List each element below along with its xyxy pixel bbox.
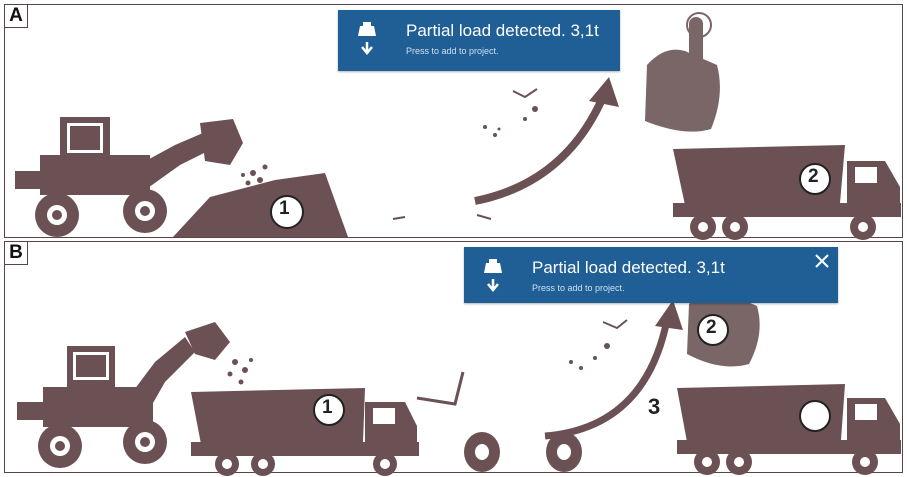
weight-icon bbox=[480, 255, 506, 295]
weight-icon bbox=[354, 18, 380, 58]
dump-truck-2 bbox=[677, 384, 901, 475]
marker-1-label: 1 bbox=[279, 198, 290, 220]
tap-hand-icon bbox=[645, 13, 720, 132]
panel-b: B Partial load detected. 3,1t Press to a… bbox=[4, 241, 903, 473]
panel-label: B bbox=[5, 242, 28, 265]
arrow-down-icon bbox=[362, 42, 372, 53]
panel-label: A bbox=[5, 5, 28, 28]
notification-banner[interactable]: Partial load detected. 3,1t Press to add… bbox=[464, 247, 838, 303]
arrow-down-icon bbox=[488, 279, 498, 290]
marker-2-label: 2 bbox=[808, 166, 819, 188]
marker-empty bbox=[800, 401, 830, 431]
close-icon[interactable] bbox=[814, 253, 830, 269]
notification-subtitle: Press to add to project. bbox=[532, 283, 625, 293]
flow-arrow bbox=[475, 97, 603, 201]
marker-1-label: 1 bbox=[322, 397, 333, 419]
debris bbox=[464, 320, 627, 472]
step-3-label: 3 bbox=[648, 394, 660, 420]
dump-truck bbox=[673, 145, 901, 240]
notification-banner[interactable]: Partial load detected. 3,1t Press to add… bbox=[338, 10, 620, 71]
notification-subtitle: Press to add to project. bbox=[406, 46, 499, 56]
marker-2-label: 2 bbox=[706, 317, 717, 339]
notification-title: Partial load detected. 3,1t bbox=[406, 21, 599, 41]
notification-title: Partial load detected. 3,1t bbox=[532, 258, 725, 278]
debris bbox=[393, 89, 538, 219]
panel-a: A Partial load detected. 3,1t Press to a… bbox=[4, 4, 903, 238]
